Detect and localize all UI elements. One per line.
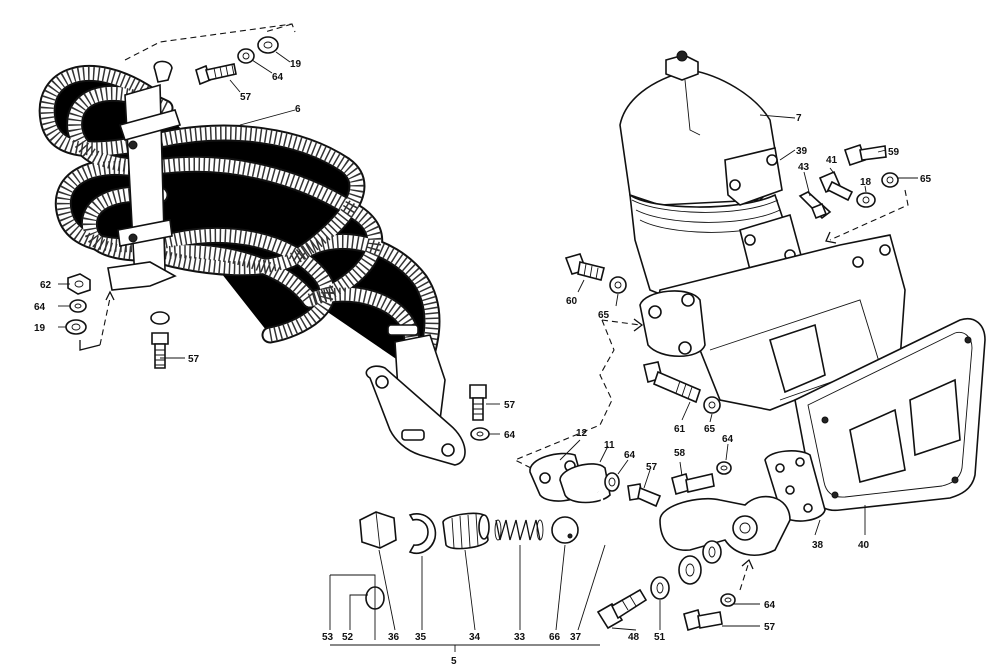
bolt-57-elbow [627,483,662,508]
callout-53: 53 [322,632,334,643]
callout-38: 38 [812,540,824,551]
callout-36: 36 [388,632,400,643]
callout-61: 61 [674,424,686,435]
bolt-41 [818,170,854,202]
bolt-60 [564,253,605,281]
washer-64-elbow [604,472,620,492]
callout-64-elbow-right: 64 [722,434,734,445]
washer-64-left [69,299,87,313]
callout-59: 59 [888,147,900,158]
bolt-61 [643,361,701,404]
callout-65-lower: 65 [704,424,716,435]
washer-64-top [237,48,255,64]
washer-65-right [881,172,899,188]
bolt-58 [671,473,715,495]
washer-64-middle [470,427,490,441]
bolt-59 [843,143,887,167]
callout-6: 6 [295,104,301,115]
banjo-washers-51 [650,540,722,600]
bolt-57-left [151,332,169,369]
callout-labels: 19 64 57 6 7 39 59 41 43 18 65 62 64 19 … [34,59,932,667]
washer-64-lower [720,593,736,607]
callout-12: 12 [576,428,588,439]
sleeve-34 [442,512,490,550]
callout-37: 37 [570,632,582,643]
callout-60: 60 [566,296,578,307]
bolt-57-lower [683,609,723,631]
washer-65-left [609,276,627,294]
banjo-bolt-48 [596,588,648,630]
callout-52: 52 [342,632,354,643]
callout-18: 18 [860,177,872,188]
washer-19-top [257,36,279,54]
callout-48: 48 [628,632,640,643]
bolt-57-middle [469,384,487,421]
callout-65-right: 65 [920,174,932,185]
oil-filter-housing [619,50,906,411]
callout-19-left: 19 [34,323,46,334]
callout-64-left: 64 [34,302,46,313]
callout-57-top: 57 [240,92,252,103]
spring-33 [494,519,544,541]
flange-12-11 [529,452,611,504]
callout-57-lower: 57 [764,622,776,633]
callout-57-middle: 57 [504,400,516,411]
callout-66: 66 [549,632,561,643]
callout-11: 11 [604,440,615,451]
bolt-57-top [195,63,237,86]
callout-57-elbow: 57 [646,462,658,473]
nut-62 [67,273,91,295]
callout-51: 51 [654,632,666,643]
callout-65-left: 65 [598,310,610,321]
callout-40: 40 [858,540,870,551]
callout-39: 39 [796,146,808,157]
callout-5: 5 [451,656,457,667]
gasket-40 [794,318,986,512]
washer-19-left [65,319,87,335]
callout-62: 62 [40,280,52,291]
stud-43 [798,191,832,220]
callout-64-lower: 64 [764,600,776,611]
callout-33: 33 [514,632,526,643]
callout-7: 7 [796,113,802,124]
callout-34: 34 [469,632,481,643]
ball-66 [551,516,579,544]
pipe-37 [597,490,791,557]
callout-58: 58 [674,448,686,459]
oil-cooler-hose-assembly [47,60,466,466]
washer-18 [856,192,876,208]
leader-lines [58,51,918,652]
circlip-35 [408,513,437,554]
washer-left-upper [150,311,170,325]
callout-64-top: 64 [272,72,284,83]
washer-64-elbow-right [716,461,732,475]
cap-nut-36 [359,511,397,549]
callout-64-elbow: 64 [624,450,636,461]
washer-65-lower [703,396,721,414]
callout-19-top: 19 [290,59,302,70]
callout-57-left: 57 [188,354,200,365]
callout-41: 41 [826,155,838,166]
callout-64-middle: 64 [504,430,516,441]
callout-35: 35 [415,632,427,643]
callout-43: 43 [798,162,810,173]
